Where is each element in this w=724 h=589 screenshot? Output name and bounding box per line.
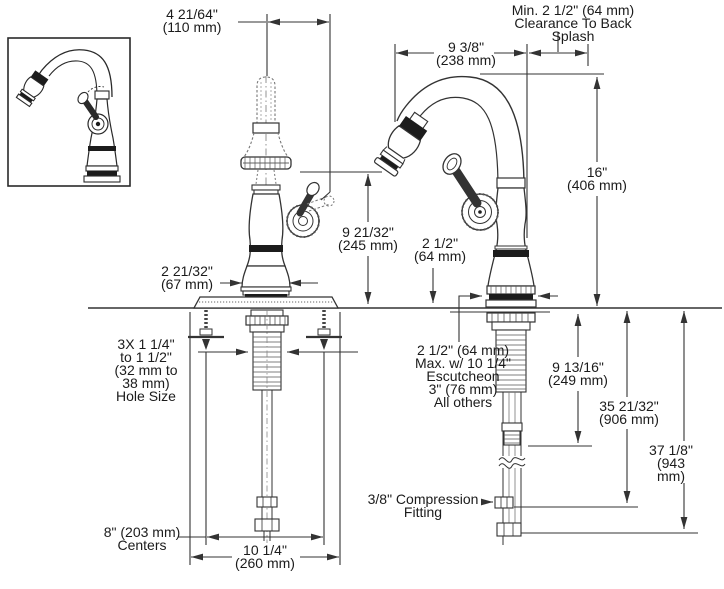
- dim-label-supply-length-2: 37 1/8" (943 mm): [644, 443, 698, 483]
- clearance-note-label: Min. 2 1/2" (64 mm) Clearance To Back Sp…: [511, 2, 635, 44]
- dim-label-supply-length-1: 35 21/32" (906 mm): [597, 398, 661, 427]
- hole-size-note-label: 3X 1 1/4" to 1 1/2" (32 mm to 38 mm) Hol…: [114, 336, 178, 404]
- dim-label-escutcheon-width: 10 1/4" (260 mm): [235, 542, 295, 571]
- right-faucet-side-view: [374, 75, 537, 308]
- dim-label-spout-reach: 9 3/8" (238 mm): [436, 39, 496, 68]
- dim-label-base-clearance: 2 1/2" (64 mm): [413, 235, 467, 264]
- escutcheon-note-label: 2 1/2" (64 mm) Max. w/ 10 1/4" Escutcheo…: [414, 342, 512, 410]
- dim-label-hole-centers: 8" (203 mm) Centers: [103, 524, 181, 553]
- left-under-counter-hardware: [188, 309, 342, 543]
- dim-label-base-width: 2 21/32" (67 mm): [160, 263, 214, 292]
- dim-label-outlet-height: 9 21/32" (245 mm): [336, 224, 400, 253]
- inset-faucet-thumbnail: [7, 37, 131, 187]
- left-faucet-front-view: [192, 76, 340, 309]
- right-under-counter-hardware: [486, 312, 536, 545]
- dimension-lines: [178, 14, 698, 565]
- dim-label-shank-depth: 9 13/16" (249 mm): [546, 359, 610, 388]
- compression-note-label: 3/8" Compression Fitting: [367, 491, 479, 520]
- dim-label-overall-height: 16" (406 mm): [565, 164, 629, 193]
- dim-label-spout-offset: 4 21/64" (110 mm): [162, 6, 222, 35]
